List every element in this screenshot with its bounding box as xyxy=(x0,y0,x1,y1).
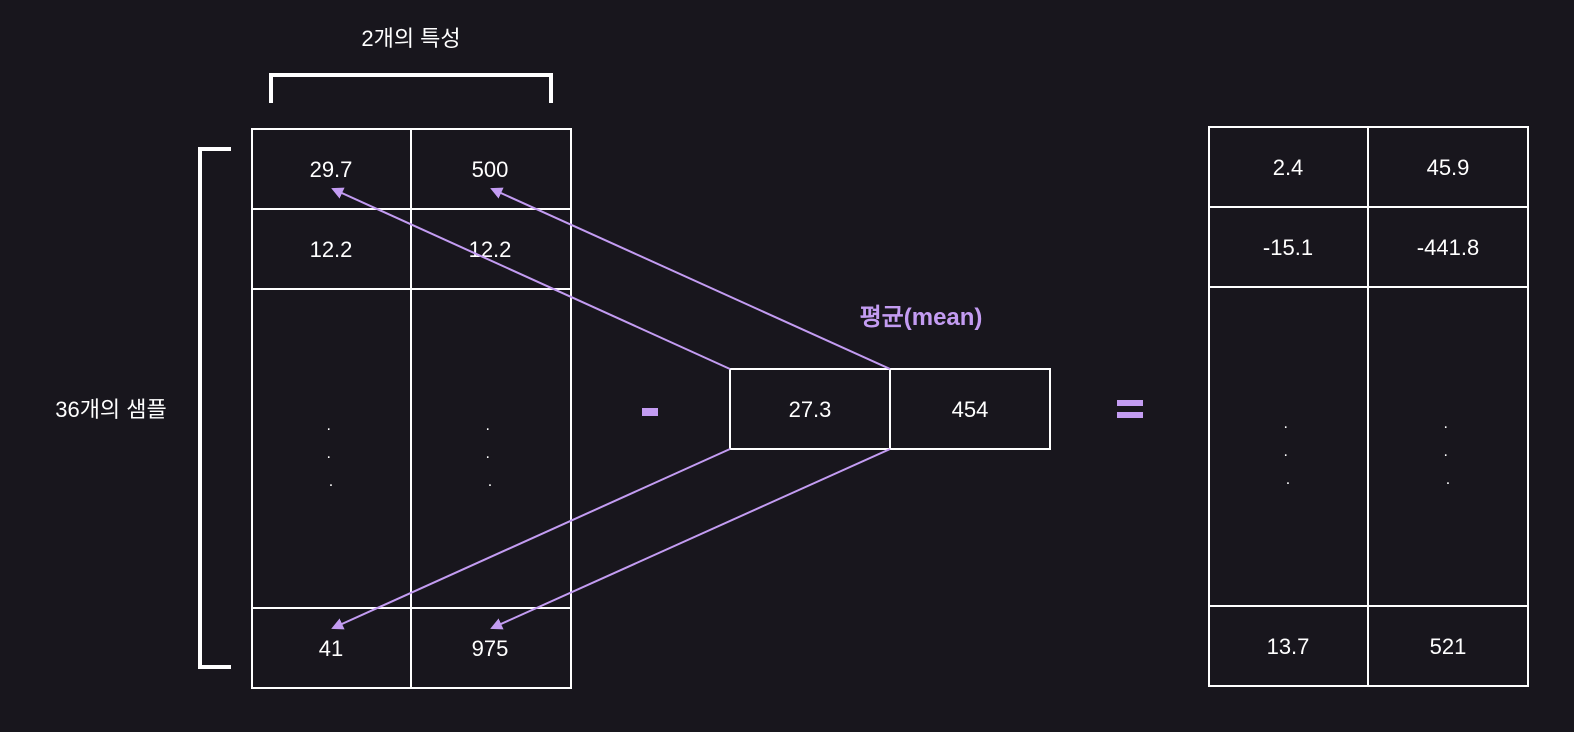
input-cell-r1c1: 29.7 xyxy=(310,157,353,182)
mean-cell-1: 27.3 xyxy=(789,397,832,422)
result-ellipsis-col2: . . . xyxy=(1444,415,1453,488)
result-cell-r2c2: -441.8 xyxy=(1417,235,1479,260)
input-ellipsis-col2: . . . xyxy=(486,417,495,490)
broadcast-arrows xyxy=(331,187,891,630)
mean-row: 27.3 454 xyxy=(729,368,1051,450)
arrow-mean2-to-bottom xyxy=(490,448,891,630)
samples-bracket xyxy=(198,147,231,669)
equals-operator xyxy=(1117,400,1143,418)
input-matrix: 29.7 500 12.2 12.2 41 975 . . . . . . xyxy=(251,128,572,689)
minus-operator xyxy=(642,408,658,416)
input-cell-r2c1: 12.2 xyxy=(310,237,353,262)
arrow-mean2-to-top xyxy=(490,187,891,370)
result-ellipsis-col1: . . . xyxy=(1284,415,1293,488)
mean-cell-2: 454 xyxy=(952,397,989,422)
result-matrix: 2.4 45.9 -15.1 -441.8 13.7 521 . . . . .… xyxy=(1208,126,1529,687)
arrow-mean1-to-bottom xyxy=(331,448,731,630)
input-cell-r3c1: 41 xyxy=(319,636,343,661)
arrow-mean1-to-top xyxy=(331,187,731,370)
result-cell-r1c1: 2.4 xyxy=(1273,155,1304,180)
input-cell-r3c2: 975 xyxy=(472,636,509,661)
result-cell-r1c2: 45.9 xyxy=(1427,155,1470,180)
input-cell-r2c2: 12.2 xyxy=(469,237,512,262)
input-cell-r1c2: 500 xyxy=(472,157,509,182)
input-ellipsis-col1: . . . xyxy=(327,417,336,490)
samples-label: 36개의 샘플 xyxy=(55,397,167,422)
features-bracket xyxy=(269,73,553,103)
result-cell-r3c2: 521 xyxy=(1430,634,1467,659)
result-cell-r2c1: -15.1 xyxy=(1263,235,1313,260)
features-label: 2개의 특성 xyxy=(361,26,460,51)
result-cell-r3c1: 13.7 xyxy=(1267,634,1310,659)
mean-label: 평균(mean) xyxy=(860,304,983,331)
